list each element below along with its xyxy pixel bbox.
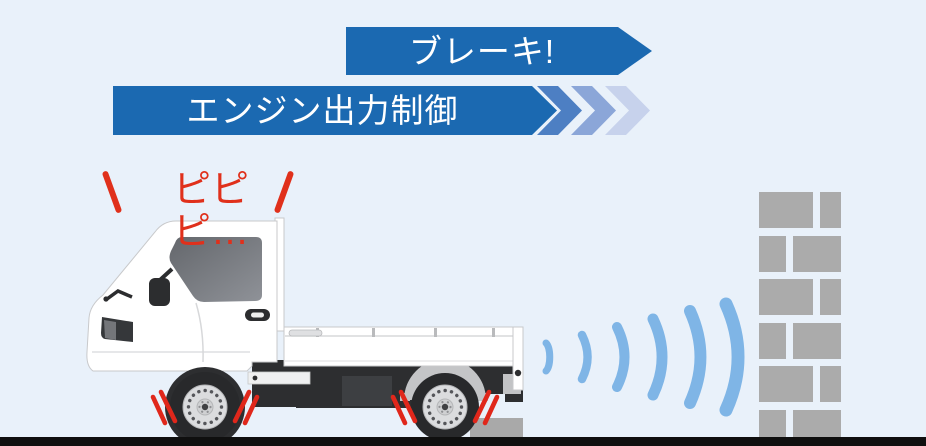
- brick-wall: [759, 192, 841, 446]
- sonar-waves-icon: [542, 297, 745, 417]
- beep-alert-text: ピピピ…: [172, 169, 249, 253]
- truck-cab: [86, 220, 278, 372]
- rear-wheel: [411, 373, 479, 441]
- bed-latch: [288, 329, 323, 337]
- brake-banner-label: ブレーキ!: [408, 32, 556, 70]
- engine-control-banner-label: エンジン出力制御: [186, 92, 459, 129]
- front-wheel: [170, 372, 240, 442]
- rear-fender: [404, 359, 486, 400]
- skid-marks: [150, 389, 500, 426]
- curb-block: [470, 418, 523, 437]
- side-step: [247, 371, 311, 385]
- door-seam: [195, 302, 204, 363]
- rear-gate-post: [512, 326, 524, 391]
- ground: [0, 437, 926, 446]
- engine-control-banner: エンジン出力制御: [113, 86, 557, 135]
- brake-banner: ブレーキ!: [346, 27, 652, 75]
- kei-truck-illustration: [86, 217, 524, 446]
- truck-bed: [274, 217, 524, 394]
- taillight: [514, 369, 522, 377]
- side-mirror-icon: [149, 278, 170, 306]
- wiper-icon: [105, 288, 133, 301]
- cab-window: [169, 237, 262, 302]
